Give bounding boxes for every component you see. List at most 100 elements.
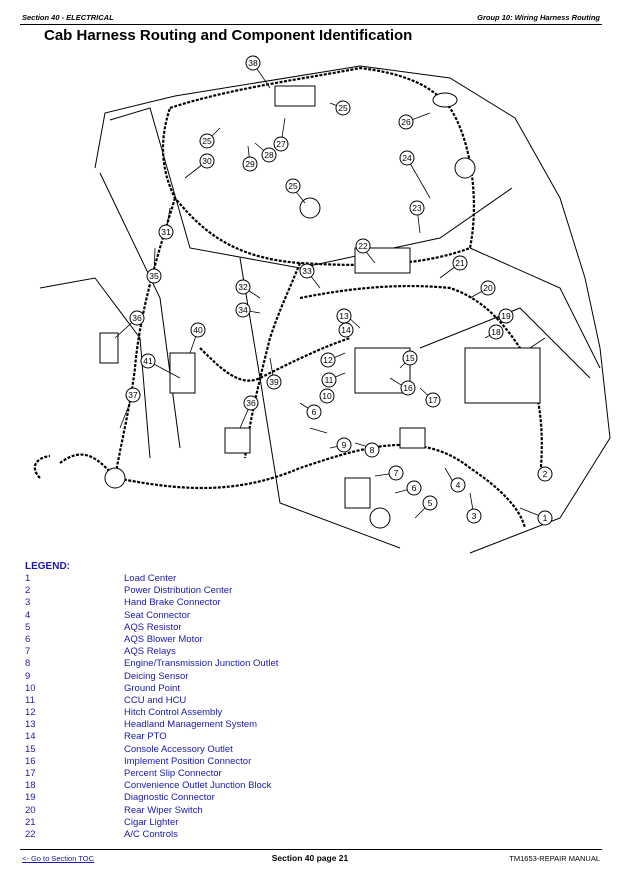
svg-text:35: 35 — [149, 271, 159, 281]
svg-text:6: 6 — [412, 483, 417, 493]
svg-text:27: 27 — [276, 139, 286, 149]
callout-21: 21 — [452, 255, 468, 271]
callout-40: 40 — [190, 322, 206, 338]
svg-text:23: 23 — [412, 203, 422, 213]
callout-36a: 36 — [129, 310, 145, 326]
svg-text:13: 13 — [339, 311, 349, 321]
svg-text:1: 1 — [543, 513, 548, 523]
fuse-module — [224, 427, 251, 454]
junction-outlet — [399, 427, 426, 449]
header-divider — [20, 24, 602, 25]
radio-unit — [274, 85, 316, 107]
svg-text:31: 31 — [161, 227, 171, 237]
svg-text:38: 38 — [248, 58, 258, 68]
svg-text:5: 5 — [428, 498, 433, 508]
dome-light — [432, 92, 458, 108]
svg-text:33: 33 — [302, 266, 312, 276]
page-title: Cab Harness Routing and Component Identi… — [44, 27, 413, 44]
svg-text:18: 18 — [491, 327, 501, 337]
svg-text:32: 32 — [238, 282, 248, 292]
footer-divider — [20, 849, 602, 850]
svg-text:3: 3 — [472, 511, 477, 521]
callout-41: 41 — [140, 353, 156, 369]
svg-text:25: 25 — [288, 181, 298, 191]
ccu-module — [169, 352, 196, 394]
callout-26: 26 — [398, 114, 414, 130]
svg-text:41: 41 — [143, 356, 153, 366]
harness-rear — [299, 284, 543, 479]
svg-text:9: 9 — [342, 440, 347, 450]
svg-text:40: 40 — [193, 325, 203, 335]
svg-text:37: 37 — [128, 390, 138, 400]
svg-text:36: 36 — [246, 398, 256, 408]
callout-36b: 36 — [243, 395, 259, 411]
callout-30: 30 — [199, 153, 215, 169]
console-panel — [354, 347, 411, 394]
harness-console — [243, 262, 302, 459]
group-header: Group 10: Wiring Harness Routing — [477, 13, 600, 22]
svg-text:26: 26 — [401, 117, 411, 127]
svg-text:21: 21 — [455, 258, 465, 268]
cab-frame-outline — [94, 65, 611, 554]
svg-text:17: 17 — [428, 395, 438, 405]
callout-1: 1 — [537, 510, 553, 526]
callout-32: 32 — [235, 279, 251, 295]
aqs-unit — [344, 477, 371, 509]
callout-24: 24 — [399, 150, 415, 166]
callout-10: 10 — [319, 388, 335, 404]
leader-lines — [114, 62, 546, 519]
callout-34: 34 — [235, 302, 251, 318]
relay-box — [99, 332, 119, 364]
callout-17: 17 — [425, 392, 441, 408]
svg-text:2: 2 — [543, 469, 548, 479]
svg-text:19: 19 — [501, 311, 511, 321]
svg-text:7: 7 — [394, 468, 399, 478]
svg-text:14: 14 — [341, 325, 351, 335]
callout-27: 27 — [273, 136, 289, 152]
svg-text:25: 25 — [338, 103, 348, 113]
svg-text:16: 16 — [403, 383, 413, 393]
callout-13: 13 — [336, 308, 352, 324]
callout-22: 22 — [355, 238, 371, 254]
callout-20: 20 — [480, 280, 496, 296]
callout-4: 4 — [450, 477, 466, 493]
blower-motor — [369, 507, 391, 529]
svg-text:10: 10 — [322, 391, 332, 401]
svg-text:12: 12 — [323, 355, 333, 365]
switch-panel — [354, 247, 411, 274]
load-center-block — [464, 347, 541, 404]
svg-text:8: 8 — [370, 445, 375, 455]
svg-text:25: 25 — [202, 136, 212, 146]
harness-left-pillar — [113, 197, 177, 479]
callout-19: 19 — [498, 308, 514, 324]
section-header: Section 40 - ELECTRICAL — [22, 13, 114, 22]
callout-7: 7 — [388, 465, 404, 481]
callout-15: 15 — [402, 350, 418, 366]
callout-25a: 25 — [335, 100, 351, 116]
svg-text:36: 36 — [132, 313, 142, 323]
svg-text:39: 39 — [269, 377, 279, 387]
callout-18: 18 — [488, 324, 504, 340]
callout-12: 12 — [320, 352, 336, 368]
callout-35: 35 — [146, 268, 162, 284]
callout-37: 37 — [125, 387, 141, 403]
callout-38: 38 — [245, 55, 261, 71]
callout-5: 5 — [422, 495, 438, 511]
callout-16: 16 — [400, 380, 416, 396]
go-to-section-toc-link[interactable]: <- Go to Section TOC — [22, 854, 95, 863]
callout-39: 39 — [266, 374, 282, 390]
callout-11: 11 — [321, 372, 337, 388]
callout-14: 14 — [338, 322, 354, 338]
svg-text:20: 20 — [483, 283, 493, 293]
svg-text:30: 30 — [202, 156, 212, 166]
callout-33: 33 — [299, 263, 315, 279]
callout-31: 31 — [158, 224, 174, 240]
callout-3: 3 — [466, 508, 482, 524]
speaker-right — [454, 157, 476, 179]
svg-text:11: 11 — [325, 375, 334, 385]
callout-6b: 6 — [306, 404, 322, 420]
svg-text:28: 28 — [264, 150, 274, 160]
svg-text:22: 22 — [358, 241, 368, 251]
svg-text:4: 4 — [456, 480, 461, 490]
manual-id: TM1653-REPAIR MANUAL — [509, 854, 600, 863]
